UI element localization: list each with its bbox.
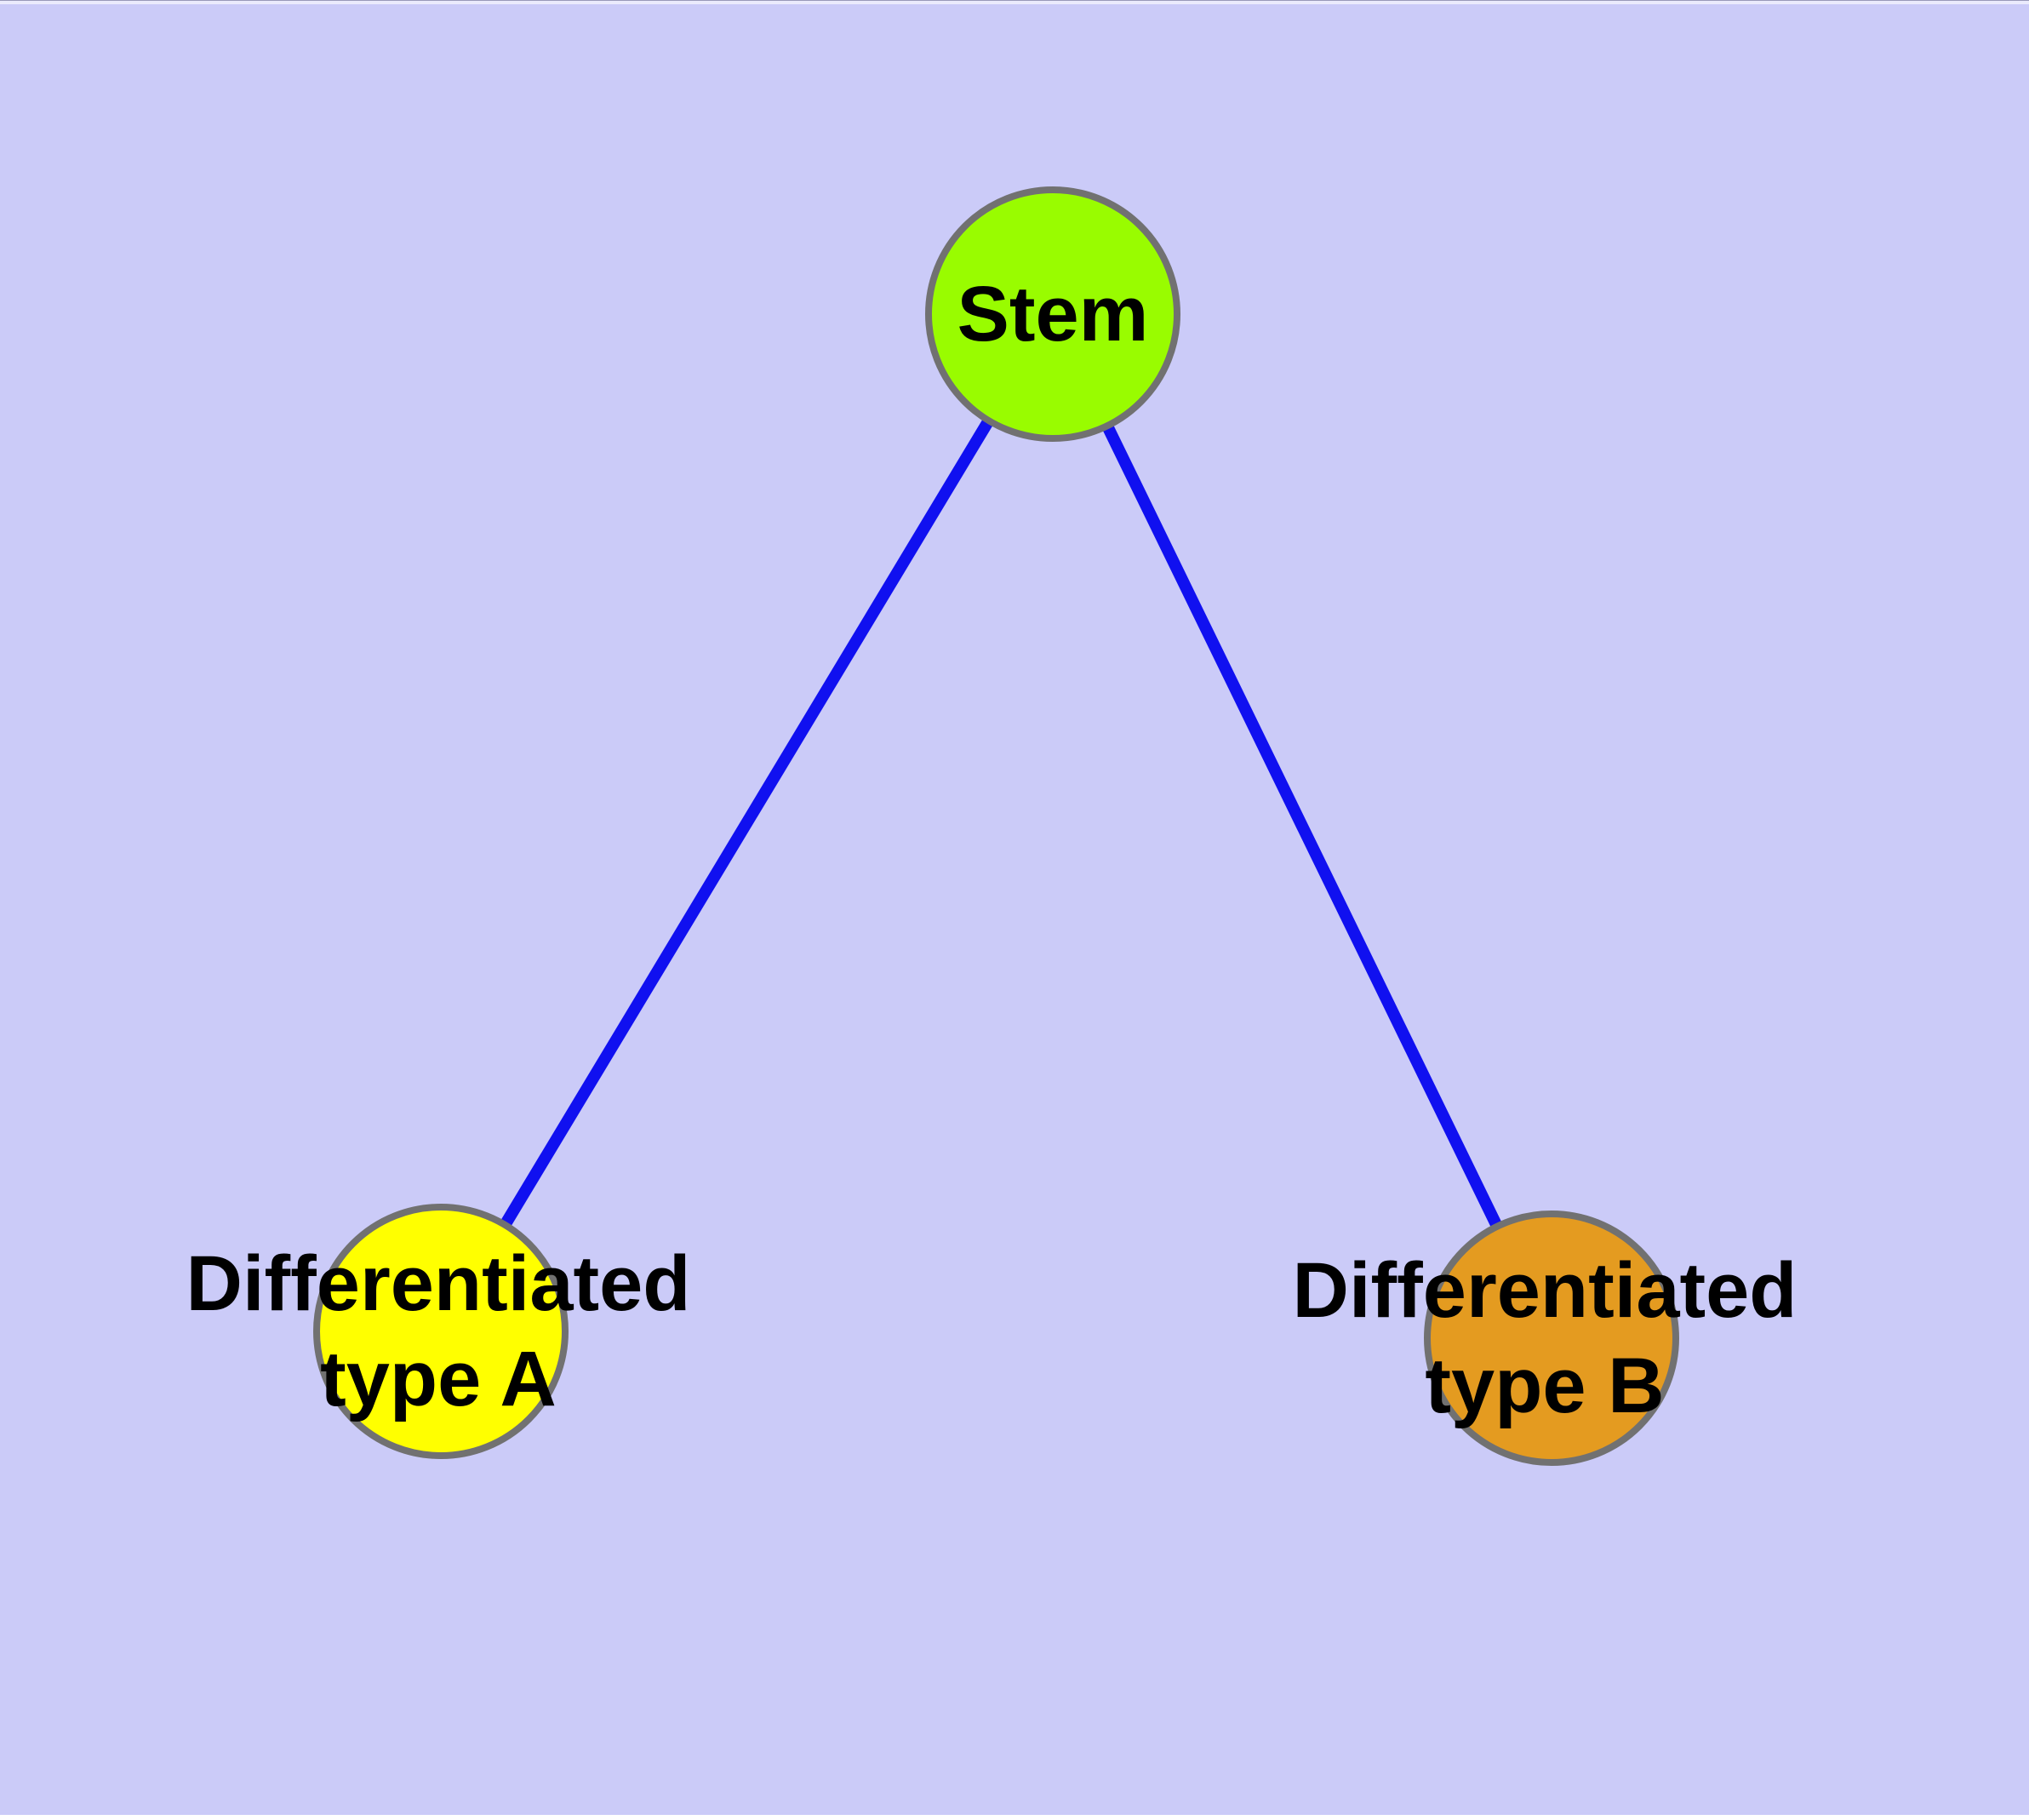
differentiated-type-a-node: [313, 1204, 569, 1459]
page-bottom-margin: [0, 1815, 2029, 1820]
type-a-label-line-1: Differentiated: [186, 1240, 691, 1327]
differentiated-type-b-node: [1424, 1210, 1679, 1466]
edge-stem-to-type-b: [1047, 311, 1557, 1342]
differentiated-type-b-label: Differentiated type B: [1204, 1243, 1885, 1434]
type-b-label-line-1: Differentiated: [1292, 1247, 1798, 1334]
page-top-margin: [0, 0, 2029, 4]
stem-node-label: Stem: [883, 266, 1223, 362]
edge-stem-to-type-a: [436, 311, 1058, 1335]
stem-node: [925, 186, 1180, 442]
type-a-label-line-2: type A: [320, 1336, 557, 1422]
differentiated-type-a-label: Differentiated type A: [98, 1236, 779, 1427]
stem-label-text: Stem: [957, 271, 1149, 358]
type-b-label-line-2: type B: [1425, 1342, 1665, 1429]
